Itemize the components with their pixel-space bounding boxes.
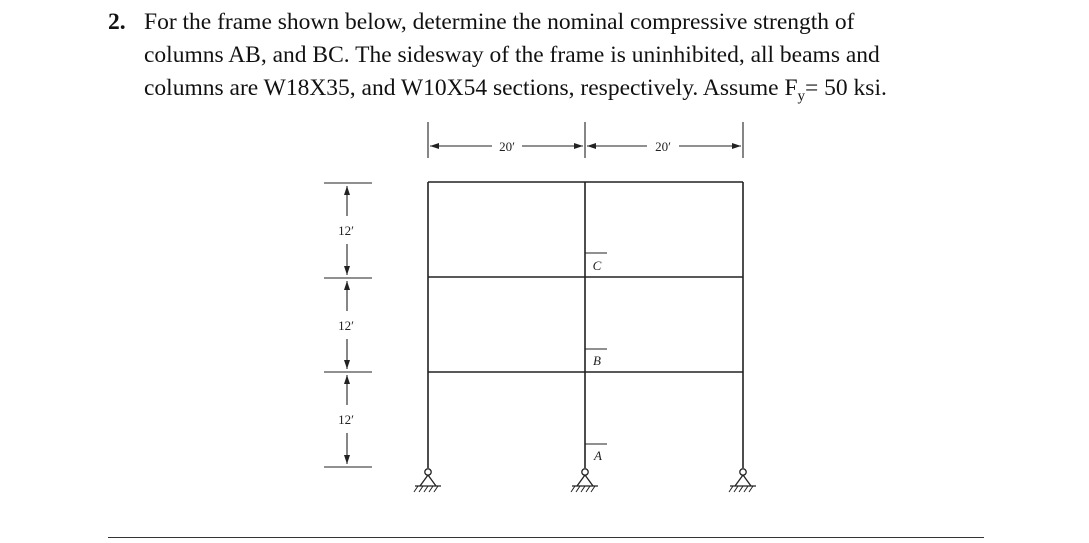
problem-text-line-3-end: = 50 ksi. xyxy=(805,75,887,101)
point-label-c: C xyxy=(593,258,602,273)
bay-dim-left-label: 20′ xyxy=(499,139,515,154)
story-dim-top-label: 12′ xyxy=(338,223,354,238)
pin-center-icon xyxy=(581,468,589,476)
story-dim-bottom-label: 12′ xyxy=(338,412,354,427)
pin-right-hatch xyxy=(728,485,754,493)
pin-support-left xyxy=(413,468,441,493)
problem-line-3: columns are W18X35, and W10X54 sections,… xyxy=(108,72,988,105)
pin-left-triangle xyxy=(419,474,437,487)
pin-center-hatch xyxy=(570,485,596,493)
problem-text-line-1: For the frame shown below, determine the… xyxy=(144,9,855,35)
point-label-b: B xyxy=(593,353,601,368)
problem-statement: 2. For the frame shown below, determine t… xyxy=(108,6,988,105)
pin-right-icon xyxy=(739,468,747,476)
pin-support-right xyxy=(728,468,756,493)
pin-support-center xyxy=(570,468,598,493)
story-dim-middle-label: 12′ xyxy=(338,318,354,333)
point-label-a: A xyxy=(593,448,602,463)
bay-dim-right-label: 20′ xyxy=(655,139,671,154)
point-label-boxes xyxy=(585,252,607,445)
pin-center-triangle xyxy=(576,474,594,487)
problem-line-1: 2. For the frame shown below, determine t… xyxy=(108,6,988,39)
bay-dimensions xyxy=(427,122,744,158)
story-dimensions xyxy=(324,182,372,468)
pin-left-hatch xyxy=(413,485,439,493)
problem-text-line-3: columns are W18X35, and W10X54 sections,… xyxy=(144,75,798,101)
problem-line-2: columns AB, and BC. The sidesway of the … xyxy=(108,39,988,72)
problem-number: 2. xyxy=(108,9,126,35)
problem-text-line-2: columns AB, and BC. The sidesway of the … xyxy=(144,42,880,68)
frame-members xyxy=(427,181,744,468)
pin-left-icon xyxy=(424,468,432,476)
yield-subscript: y xyxy=(797,88,806,105)
pin-right-triangle xyxy=(734,474,752,487)
bottom-divider xyxy=(108,537,984,538)
